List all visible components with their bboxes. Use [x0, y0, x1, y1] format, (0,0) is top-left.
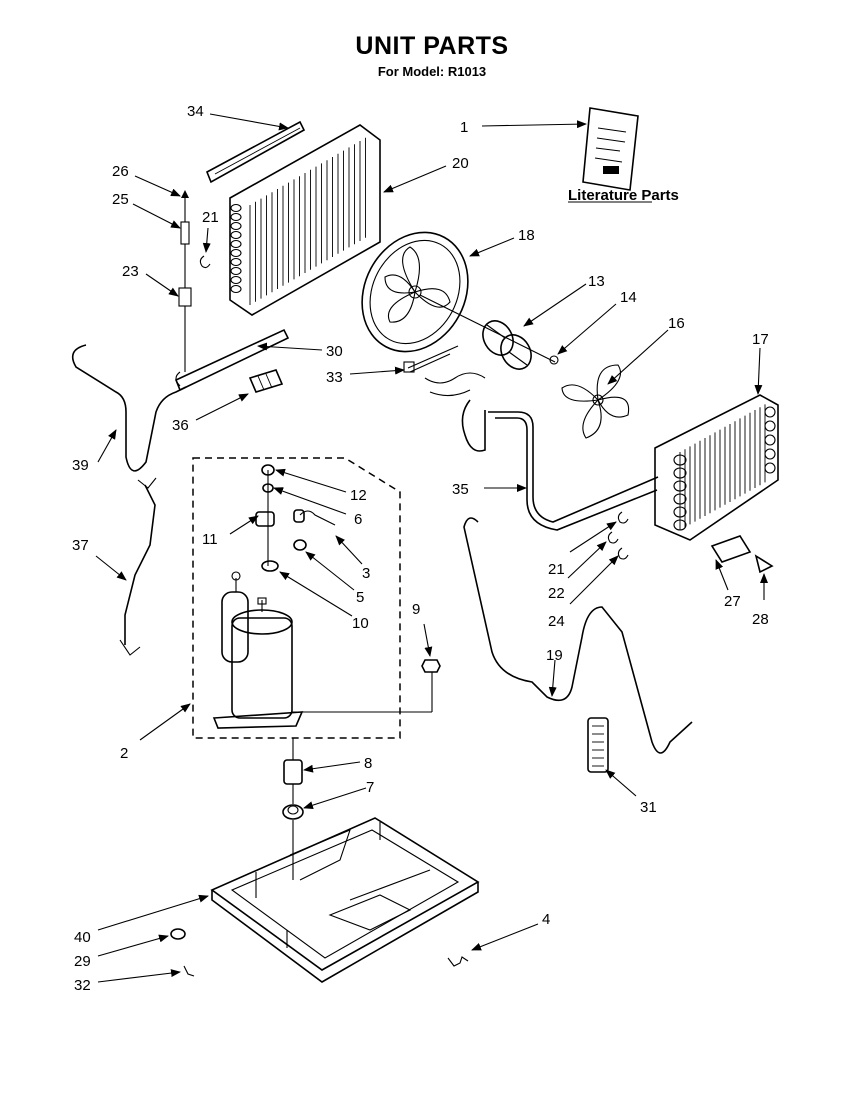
callout-28: 27: [724, 593, 741, 610]
page-title: UNIT PARTS: [355, 32, 509, 60]
filter-grille: [587, 717, 609, 773]
callout-labels: 34 1 20 26 25 21 18 23 13 14 16 17 30 33…: [72, 103, 769, 994]
clip-30: [183, 965, 195, 977]
callout-34: 31: [640, 799, 657, 816]
clip-4: [447, 956, 469, 967]
drain-tube: [174, 328, 290, 392]
mounting-bracket: [710, 535, 752, 563]
callout-19: 19: [546, 647, 563, 664]
callout-35: 37: [72, 537, 89, 554]
callout-33: 35: [452, 481, 469, 498]
power-cord: [119, 477, 157, 656]
callout-12: 12: [350, 487, 367, 504]
callout-6: 6: [354, 511, 362, 528]
arrow-clip: [754, 554, 774, 574]
literature-parts-label: Literature Parts: [568, 187, 679, 204]
callout-24: 30: [326, 343, 343, 360]
condenser-fan-blade: [561, 364, 630, 439]
top-bracket: [205, 120, 306, 184]
callout-1: 1: [460, 119, 468, 136]
callout-5: 5: [356, 589, 364, 606]
callout-22: 22: [548, 585, 565, 602]
callout-20: 20: [452, 155, 469, 172]
callout-36: 36: [172, 417, 189, 434]
evaporator-coil: [229, 124, 381, 316]
callout-29: 28: [752, 611, 769, 628]
callout-13: 13: [588, 273, 605, 290]
callout-32: 34: [187, 103, 204, 120]
callout-11: 11: [202, 531, 218, 548]
compressor-group: [192, 457, 433, 739]
condenser-coil: [654, 394, 779, 541]
refrigerant-line: [463, 517, 693, 754]
callout-27: 29: [74, 953, 91, 970]
callout-31: 33: [326, 369, 343, 386]
callout-37: 24: [548, 613, 565, 630]
grommet-sleeve: [283, 738, 303, 804]
fan-shroud: [361, 231, 469, 353]
base-pan: [210, 817, 480, 983]
callout-14: 14: [620, 289, 637, 306]
callout-30: 32: [74, 977, 91, 994]
callout-8: 8: [364, 755, 372, 772]
callout-18: 17: [752, 331, 769, 348]
discharge-tube: [461, 399, 659, 531]
callout-16: 16: [668, 315, 685, 332]
tube-clips: [607, 511, 629, 560]
suction-tube: [71, 344, 187, 472]
wire-harness: [403, 345, 486, 397]
callout-26: 26: [112, 163, 129, 180]
fan-motor: [419, 294, 559, 370]
literature-booklet: [568, 107, 652, 203]
compressor-nut: [421, 659, 441, 673]
callout-9: 9: [412, 601, 420, 618]
callout-21-top: 21: [202, 209, 219, 226]
grommet: [282, 804, 304, 880]
callout-23: 23: [122, 263, 139, 280]
callout-2: 2: [120, 745, 128, 762]
callout-10: 10: [352, 615, 369, 632]
callout-25: 25: [112, 191, 129, 208]
callout-17: 18: [518, 227, 535, 244]
callout-39: 39: [72, 457, 89, 474]
leader-lines: [95, 113, 768, 983]
callout-4: 4: [542, 911, 550, 928]
terminal-block: [248, 369, 284, 393]
callout-7: 7: [366, 779, 374, 796]
callout-40: 40: [74, 929, 91, 946]
capillary-assembly: [178, 190, 211, 372]
callout-3: 3: [362, 565, 370, 582]
callout-21-right: 21: [548, 561, 565, 578]
model-subtitle: For Model: R1013: [377, 64, 487, 79]
base-screw: [170, 928, 186, 940]
